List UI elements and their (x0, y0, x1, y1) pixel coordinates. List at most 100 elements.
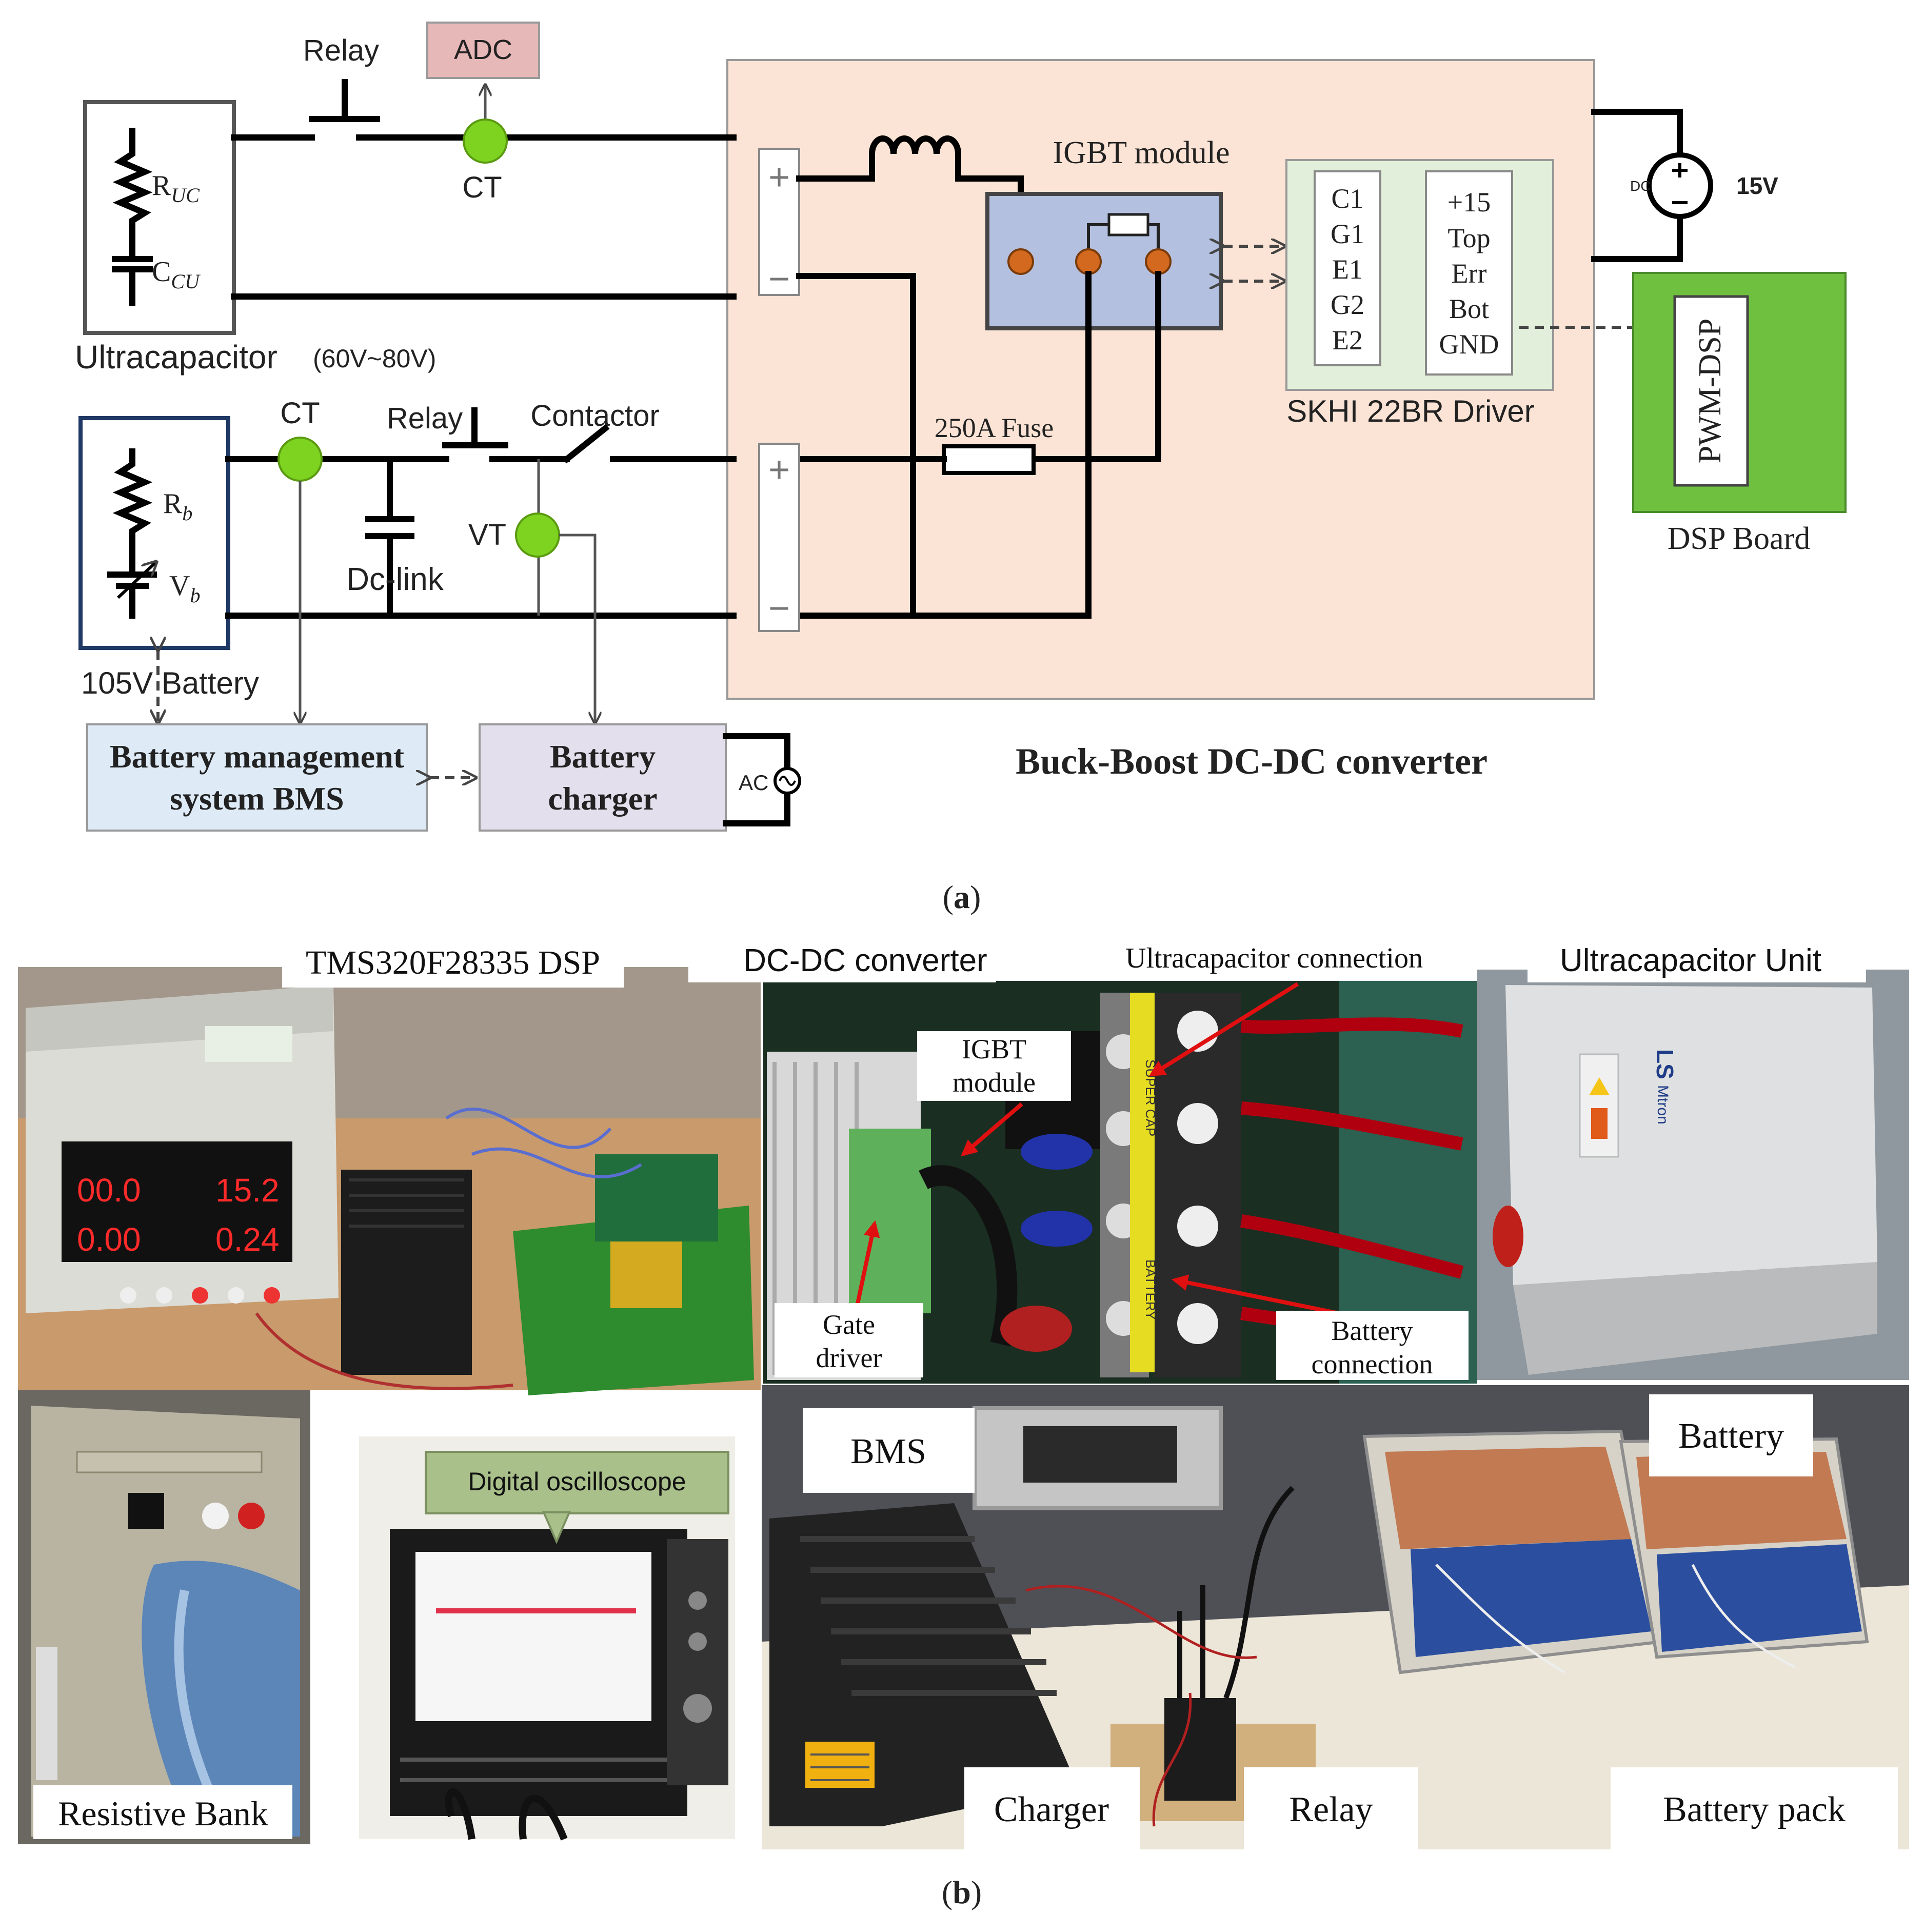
r-b-label: Rb (163, 488, 192, 525)
supply-voltage-label: 15V (1736, 172, 1778, 199)
vt-label: VT (468, 518, 506, 551)
label-relay: Relay (1289, 1790, 1373, 1829)
label-bg-battery-pack (1611, 1767, 1898, 1849)
oscilloscope-callout-tail (542, 1511, 571, 1544)
label-bg-bat-conn (1276, 1311, 1469, 1380)
c-cu-label: CCU (152, 256, 201, 293)
label-dcdc-converter: DC-DC converter (743, 943, 987, 978)
caption-a: (a) (943, 879, 981, 915)
igbt-terminal-1 (1007, 248, 1034, 275)
brand-name: Mtron (1654, 1085, 1671, 1125)
label-oscilloscope: Digital oscilloscope (468, 1467, 686, 1496)
driver-pin-g2: G2 (1331, 289, 1364, 320)
pwm-dsp-chip (1673, 295, 1749, 487)
label-uc-unit: Ultracapacitor Unit (1560, 943, 1821, 978)
fuse-label: 250A Fuse (935, 412, 1054, 443)
ultracapacitor-label: Ultracapacitor (75, 339, 277, 376)
schematic: RUC CCU Ultracapacitor (60V~80V) Relay C… (75, 22, 1847, 832)
battery-label: 105V Battery (81, 666, 259, 700)
relay-top-switch (309, 79, 380, 122)
label-igbt-line1: IGBT (962, 1034, 1026, 1064)
label-bat-conn-line2: connection (1312, 1349, 1433, 1379)
vt-sensor (515, 512, 560, 558)
arrow-battery-connection (1171, 1274, 1339, 1315)
driver-pin-c1: C1 (1331, 183, 1363, 214)
dc-source-label: DC (1630, 178, 1651, 194)
terminal-block-lower (758, 443, 800, 632)
label-resistive-bank: Resistive Bank (58, 1794, 268, 1833)
ct-bottom-sensor (277, 437, 323, 482)
ac-wires (723, 733, 790, 826)
dc-supply-wires (1591, 109, 1683, 262)
ac-label: AC (739, 771, 768, 795)
ultracapacitor-box (83, 100, 236, 335)
igbt-terminal-2 (1075, 248, 1102, 275)
photo-ultracapacitor-unit: LS Mtron (1477, 970, 1909, 1380)
pwm-dsp-label: PWM-DSP (1693, 319, 1728, 464)
caption-b: (b) (942, 1874, 982, 1910)
driver-right-pins (1425, 170, 1513, 376)
label-charger: Charger (994, 1790, 1109, 1829)
bms-line-1: Battery management (110, 738, 405, 775)
battery-resistor (107, 448, 157, 619)
label-bg-battery (1649, 1394, 1813, 1476)
label-bg-uc-unit (1528, 940, 1866, 982)
label-bg-relay (1244, 1767, 1418, 1849)
brand-logo: LS (1652, 1049, 1678, 1079)
meter-reading-2: 15.2 (215, 1172, 280, 1209)
label-bms: BMS (850, 1432, 926, 1471)
charger-box (479, 723, 727, 832)
driver-pin-bot: Bot (1449, 293, 1489, 324)
ct-top-sensor (463, 119, 508, 164)
driver-pin-e1: E1 (1332, 254, 1363, 285)
fuse (942, 444, 1036, 475)
driver-pin-top: Top (1447, 223, 1490, 253)
dsp-board-label: DSP Board (1668, 521, 1810, 556)
photo-collage: 00.0 15.2 0.00 0.24 (18, 940, 1909, 1849)
driver-left-pins (1314, 170, 1381, 366)
contactor-label: Contactor (530, 399, 659, 432)
adc-block (426, 22, 540, 79)
igbt-internal-resistor (1107, 213, 1149, 236)
vt-to-charger-line (559, 534, 595, 723)
igbt-label: IGBT module (1053, 135, 1230, 170)
ct-top-label: CT (462, 171, 502, 204)
driver-pin-err: Err (1452, 258, 1487, 289)
ct-bottom-label: CT (280, 397, 320, 430)
charger-line-2: charger (548, 780, 657, 817)
r-uc-label: RUC (152, 170, 200, 207)
label-tms-dsp: TMS320F28335 DSP (306, 944, 600, 981)
inductor (796, 135, 1024, 265)
charger-line-1: Battery (550, 738, 656, 775)
label-bg-resistive (33, 1785, 292, 1839)
label-bg-uc-conn (1039, 940, 1464, 977)
arrow-uc-connection (1148, 982, 1299, 1077)
label-gate-line2: driver (816, 1343, 882, 1373)
terminal-lower-minus: − (768, 588, 790, 629)
dc-link-capacitor (365, 456, 414, 619)
relay-bottom-label: Relay (387, 402, 463, 435)
driver-label: SKHI 22BR Driver (1286, 394, 1534, 428)
dc-link-label: Dc-link (346, 562, 444, 597)
label-battery-pack: Battery pack (1663, 1790, 1846, 1829)
terminal-block-upper (758, 148, 800, 296)
dc-bus-negative (796, 273, 916, 619)
battery-tape-text: BATTERY (1143, 1259, 1158, 1320)
igbt-terminal-3 (1145, 248, 1172, 275)
arrow-igbt (961, 1102, 1023, 1157)
label-bg-igbt (917, 1031, 1071, 1101)
arrow-gate-driver (854, 1220, 880, 1314)
igbt-wire-b (1030, 271, 1161, 462)
driver-pin-e2: E2 (1332, 325, 1363, 356)
driver-pin-g1: G1 (1331, 219, 1364, 249)
dc-source-polarity (1672, 163, 1688, 204)
label-battery: Battery (1678, 1416, 1784, 1456)
label-gate-line1: Gate (823, 1309, 875, 1340)
igbt-wire-a (796, 271, 1092, 619)
label-bg-dcdc (688, 940, 996, 982)
oscilloscope-callout (425, 1451, 729, 1514)
bms-line-2: system BMS (170, 780, 344, 817)
label-bg-bms (803, 1408, 975, 1493)
driver-pin-gnd: GND (1439, 329, 1499, 360)
